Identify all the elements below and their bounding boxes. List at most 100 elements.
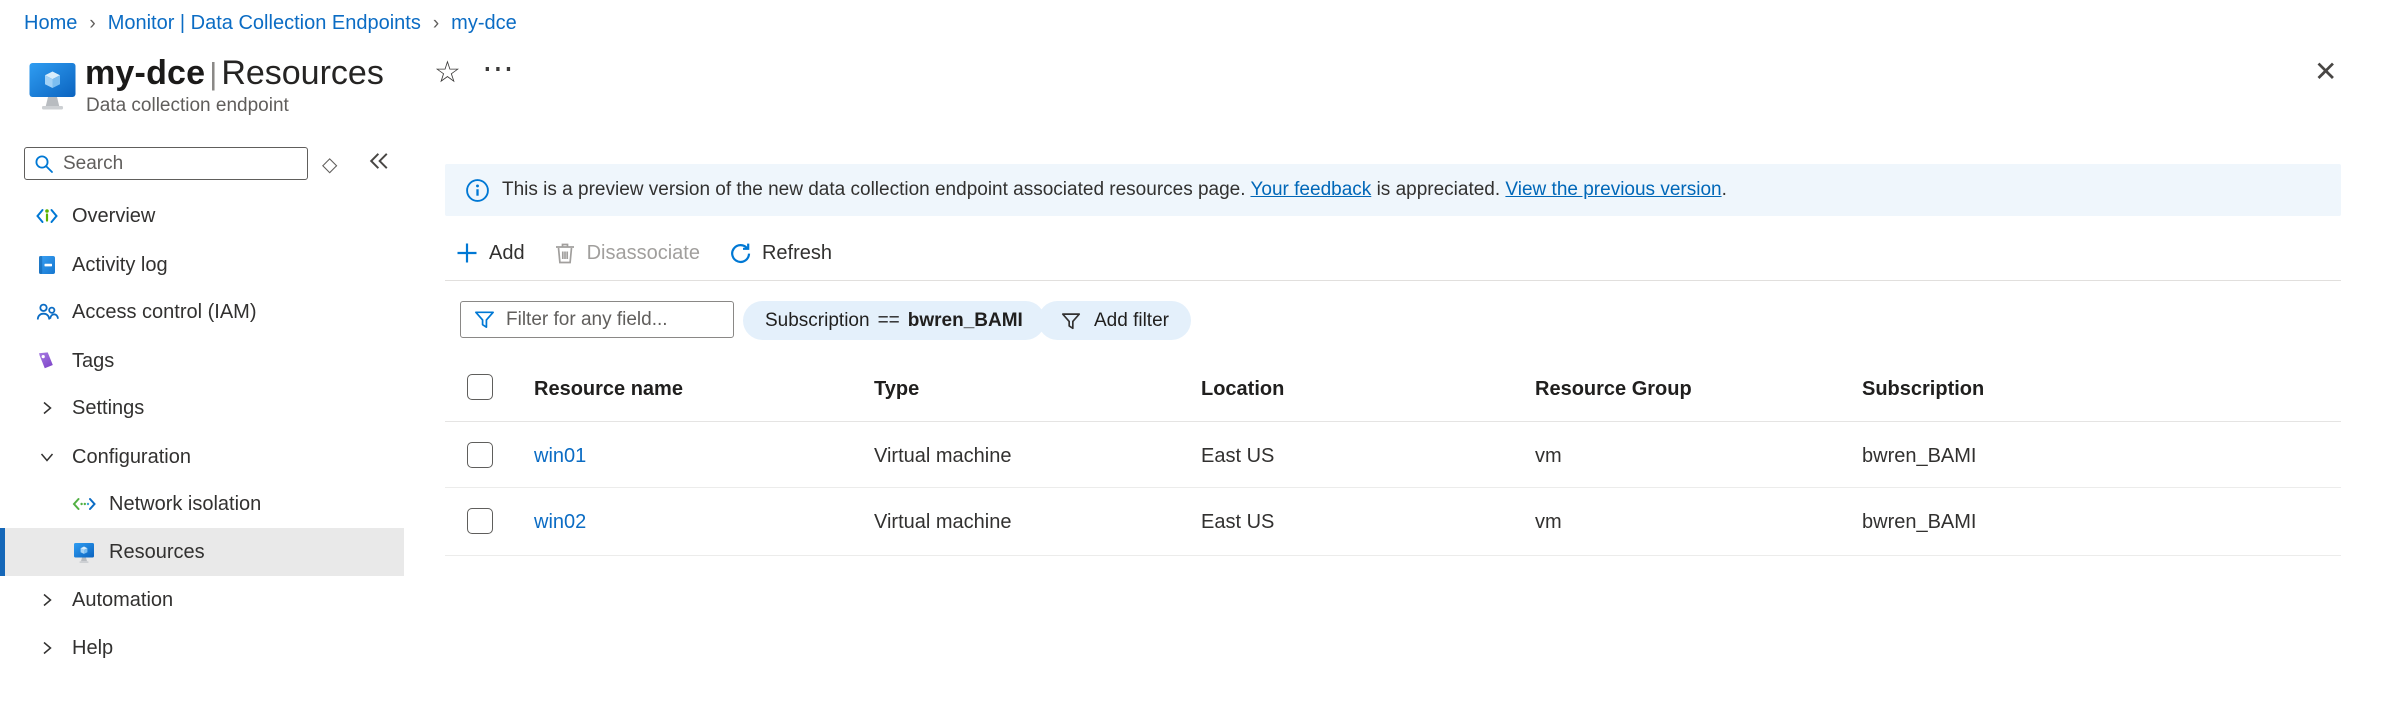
refresh-button[interactable]: Refresh — [728, 241, 832, 265]
filter-value: bwren_BAMI — [907, 309, 1023, 331]
more-options-icon[interactable]: ⋯ — [482, 50, 514, 86]
page-title-separator: | — [209, 55, 218, 91]
sidebar-group-help[interactable]: Help — [0, 624, 404, 672]
add-button-label: Add — [489, 241, 525, 264]
breadcrumb-separator: › — [89, 12, 96, 34]
banner-text-after: . — [1721, 179, 1727, 200]
column-header-resource-group[interactable]: Resource Group — [1535, 378, 1692, 400]
page-title-section: Resources — [221, 54, 384, 92]
add-button[interactable]: Add — [455, 241, 525, 265]
overview-icon — [35, 204, 59, 228]
sidebar-group-settings[interactable]: Settings — [0, 384, 404, 432]
filter-field-box — [460, 301, 734, 338]
breadcrumb-monitor-dce[interactable]: Monitor | Data Collection Endpoints — [107, 12, 421, 34]
cell-subscription: bwren_BAMI — [1862, 445, 1977, 467]
sidebar-group-configuration[interactable]: Configuration — [0, 433, 404, 481]
add-filter-pill[interactable]: Add filter — [1038, 301, 1191, 340]
dce-app-icon — [29, 62, 76, 121]
banner-text-mid: is appreciated. — [1376, 179, 1501, 200]
info-icon — [465, 178, 490, 203]
close-icon[interactable]: ✕ — [2314, 56, 2338, 87]
refresh-button-label: Refresh — [761, 241, 833, 264]
sidebar-item-label: Tags — [72, 349, 115, 372]
tag-icon — [35, 349, 59, 373]
table-row: win01 Virtual machine East US vm bwren_B… — [445, 436, 2341, 476]
command-bar: Add Disassociate Refresh — [455, 232, 832, 274]
row-divider — [445, 555, 2341, 556]
sidebar-item-network-isolation[interactable]: Network isolation — [0, 480, 404, 528]
table-header-row: Resource name Type Location Resource Gro… — [445, 368, 2341, 408]
sidebar-item-label: Settings — [72, 396, 145, 419]
cell-type: Virtual machine — [874, 445, 1012, 467]
breadcrumb-separator: › — [432, 12, 440, 34]
disassociate-button[interactable]: Disassociate — [553, 241, 700, 265]
table-header-divider — [445, 421, 2341, 422]
page-title: my-dce | Resources — [85, 54, 384, 93]
sidebar-item-label: Configuration — [72, 445, 191, 468]
cell-subscription: bwren_BAMI — [1862, 511, 1977, 533]
column-header-location[interactable]: Location — [1201, 378, 1285, 400]
sidebar-item-label: Resources — [109, 540, 205, 563]
add-filter-funnel-icon — [1060, 310, 1082, 332]
banner-text-before: This is a preview version of the new dat… — [502, 179, 1246, 200]
cell-type: Virtual machine — [874, 511, 1012, 533]
chevron-right-icon — [35, 588, 59, 612]
add-filter-label: Add filter — [1094, 309, 1169, 331]
filter-operator: == — [877, 309, 900, 331]
cell-resource-group: vm — [1535, 511, 1562, 533]
resource-name-link[interactable]: win02 — [534, 511, 587, 533]
row-divider — [445, 487, 2341, 488]
row-checkbox[interactable] — [467, 508, 493, 534]
preview-banner: This is a preview version of the new dat… — [445, 164, 2341, 216]
sidebar-item-label: Overview — [72, 204, 156, 227]
filter-field: Subscription — [765, 309, 870, 331]
toolbar-divider — [445, 280, 2341, 281]
row-checkbox[interactable] — [467, 442, 493, 468]
sidebar-search — [24, 147, 308, 180]
breadcrumb: Home › Monitor | Data Collection Endpoin… — [24, 12, 517, 35]
breadcrumb-home[interactable]: Home — [24, 12, 78, 34]
previous-version-link[interactable]: View the previous version — [1505, 179, 1722, 200]
your-feedback-link[interactable]: Your feedback — [1250, 179, 1372, 200]
sidebar-item-label: Automation — [72, 588, 174, 611]
pin-toggle-icon[interactable]: ◇ — [322, 154, 338, 176]
sidebar-item-label: Access control (IAM) — [72, 300, 257, 323]
cell-resource-group: vm — [1535, 445, 1562, 467]
filter-funnel-icon — [473, 308, 496, 331]
column-header-type[interactable]: Type — [874, 378, 920, 400]
resource-name-link[interactable]: win01 — [534, 445, 587, 467]
collapse-sidebar-icon[interactable] — [366, 148, 392, 179]
plus-icon — [457, 243, 477, 263]
column-header-resource-name[interactable]: Resource name — [534, 378, 683, 400]
sidebar-item-activity-log[interactable]: Activity log — [0, 241, 404, 289]
banner-text: This is a preview version of the new dat… — [502, 179, 1727, 201]
cell-location: East US — [1201, 511, 1275, 533]
breadcrumb-my-dce[interactable]: my-dce — [451, 12, 517, 34]
sidebar-group-automation[interactable]: Automation — [0, 576, 404, 624]
page-title-resource-name: my-dce — [85, 54, 206, 92]
subscription-filter-pill[interactable]: Subscription == bwren_BAMI — [743, 301, 1045, 340]
search-icon — [33, 153, 55, 175]
refresh-icon — [731, 243, 751, 263]
trash-icon — [555, 243, 574, 264]
search-input[interactable] — [63, 152, 299, 175]
resources-icon — [72, 540, 96, 564]
chevron-down-icon — [35, 445, 59, 469]
sidebar-item-access-control[interactable]: Access control (IAM) — [0, 288, 404, 336]
filter-input[interactable] — [506, 308, 721, 331]
favorite-star-icon[interactable]: ☆ — [434, 56, 461, 89]
column-header-subscription[interactable]: Subscription — [1862, 378, 1985, 400]
cell-location: East US — [1201, 445, 1275, 467]
chevron-right-icon — [35, 636, 59, 660]
select-all-checkbox[interactable] — [467, 374, 493, 400]
activity-log-icon — [35, 253, 59, 277]
sidebar-item-label: Help — [72, 636, 114, 659]
sidebar-item-resources[interactable]: Resources — [0, 528, 404, 576]
disassociate-button-label: Disassociate — [586, 241, 700, 264]
access-control-icon — [35, 300, 59, 324]
sidebar-item-tags[interactable]: Tags — [0, 337, 404, 385]
page-subtitle: Data collection endpoint — [86, 95, 289, 116]
table-row: win02 Virtual machine East US vm bwren_B… — [445, 502, 2341, 542]
sidebar-item-overview[interactable]: Overview — [0, 192, 404, 240]
